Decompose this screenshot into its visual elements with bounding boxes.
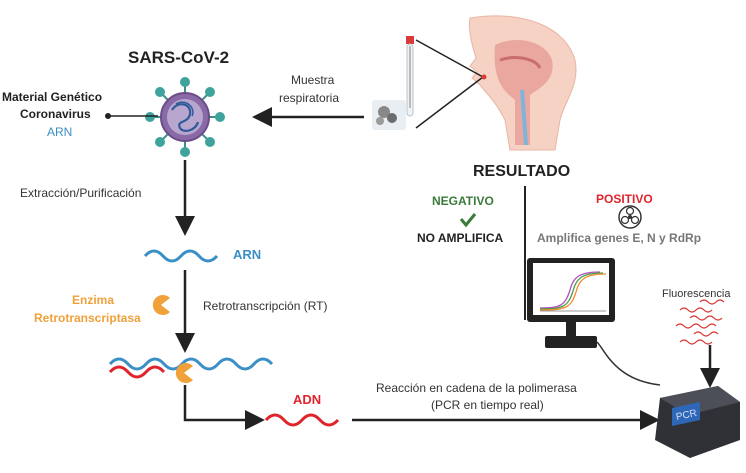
virus-label-line2: Coronavirus <box>20 107 91 121</box>
swab-tip-dot <box>481 74 487 80</box>
pcr-label-line1: Reacción en cadena de la polimerasa <box>376 381 577 395</box>
swab-guide-line-top <box>415 39 484 78</box>
sample-swatch-illustration <box>372 100 406 130</box>
swab-guide-line-bottom <box>415 76 484 129</box>
fluorescence-label: Fluorescencia <box>662 288 731 300</box>
positive-desc: Amplifica genes E, N y RdRp <box>537 231 702 245</box>
enzyme-pacman-icon <box>152 295 170 315</box>
negative-label: NEGATIVO <box>432 194 494 208</box>
swab-tube-illustration <box>406 36 414 117</box>
head-anatomy-illustration <box>469 15 577 151</box>
check-icon <box>459 213 477 228</box>
rt-enzyme-icon <box>175 363 193 384</box>
negative-desc: NO AMPLIFICA <box>417 231 504 245</box>
monitor-cable <box>596 341 661 386</box>
sample-label-line1: Muestra <box>291 73 335 87</box>
virus-label-line3: ARN <box>47 125 73 139</box>
rna-strand-wave <box>143 249 219 263</box>
virus-title: SARS-CoV-2 <box>128 48 230 67</box>
pcr-machine-icon <box>655 386 740 458</box>
virus-label-pointer-dot <box>105 113 111 119</box>
rt-dna-strand <box>108 365 166 379</box>
rna-label: ARN <box>233 247 262 262</box>
computer-monitor-icon <box>527 258 615 348</box>
extraction-label: Extracción/Purificación <box>20 186 142 200</box>
dna-strand-wave <box>264 413 340 427</box>
enzyme-label-line2: Retrotranscriptasa <box>34 311 141 325</box>
virus-label-line1: Material Genético <box>2 90 103 104</box>
sars-cov-2-virus-icon <box>145 77 225 157</box>
dna-label: ADN <box>293 392 322 407</box>
fluorescence-molecules-icon <box>675 299 725 345</box>
pcr-label-line2: (PCR en tiempo real) <box>431 398 544 412</box>
rt-label: Retrotranscripción (RT) <box>203 299 328 313</box>
enzyme-label-line1: Enzima <box>72 293 115 307</box>
positive-label: POSITIVO <box>596 192 653 206</box>
biohazard-icon <box>618 205 642 229</box>
sample-label-line2: respiratoria <box>279 91 340 105</box>
rt-rna-strand <box>108 357 274 371</box>
to-dna-arrow <box>183 385 265 430</box>
result-title: RESULTADO <box>473 163 571 180</box>
